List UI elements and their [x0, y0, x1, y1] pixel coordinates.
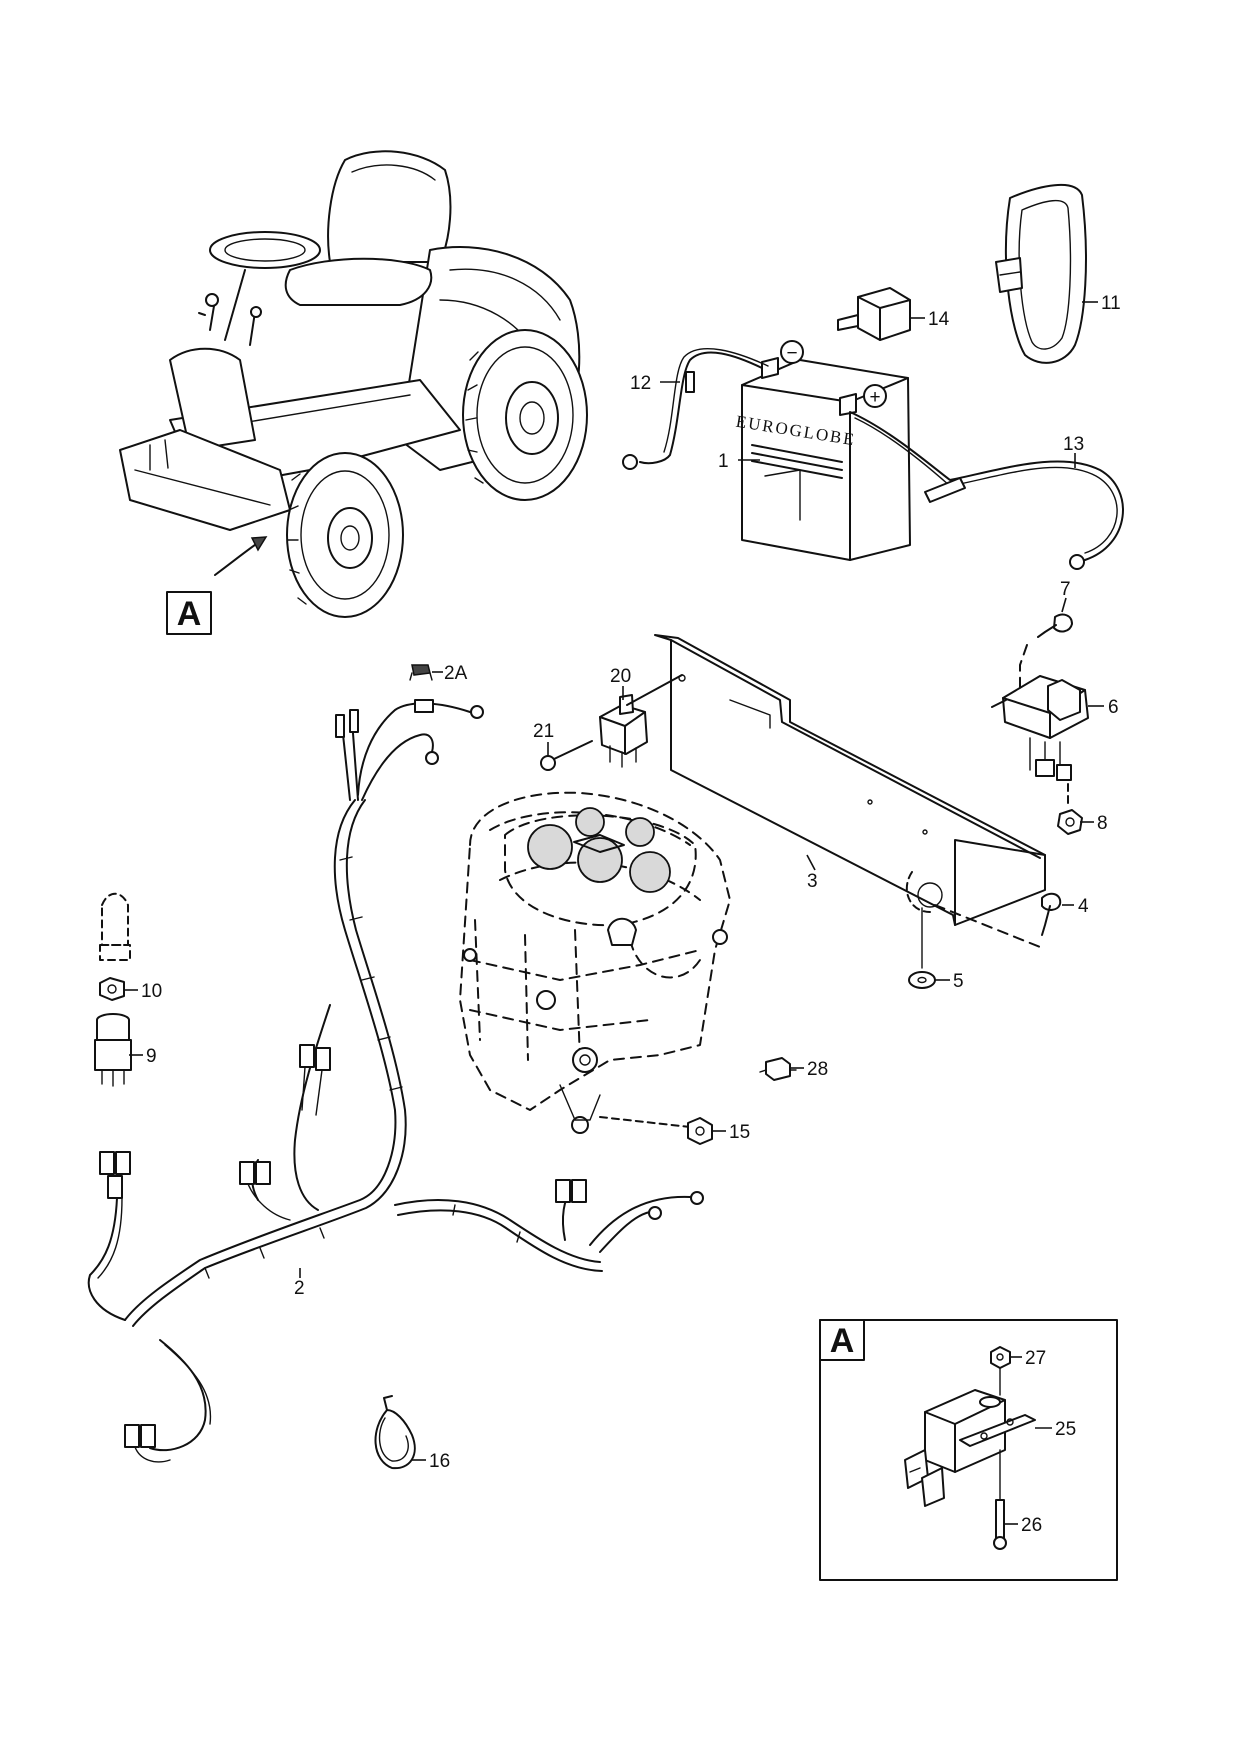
callout-20: 20 [610, 666, 631, 687]
callout-27: 27 [1025, 1348, 1046, 1369]
callout-9: 9 [146, 1046, 157, 1067]
callout-14: 14 [928, 309, 950, 330]
washer-part-5 [908, 907, 936, 989]
callout-3: 3 [807, 871, 818, 892]
strap-part-11 [995, 183, 1087, 364]
callout-8: 8 [1097, 813, 1108, 834]
clip-part-28 [759, 1057, 797, 1081]
callout-1: 1 [718, 451, 729, 472]
part-callouts: 1 2 2A 3 4 5 6 7 8 9 10 11 12 13 14 15 1… [141, 293, 1121, 1536]
callout-4: 4 [1078, 896, 1089, 917]
callout-13: 13 [1063, 434, 1084, 455]
view-a-label: A [177, 595, 202, 633]
callout-6: 6 [1108, 697, 1119, 718]
inset-a-label: A [830, 1322, 855, 1360]
callout-26: 26 [1021, 1515, 1042, 1536]
callout-28: 28 [807, 1059, 828, 1080]
mounting-bracket-part-3 [654, 634, 1046, 926]
wiring-harness-part-2 [87, 699, 704, 1463]
callout-2a: 2A [444, 663, 468, 684]
tractor-illustration [119, 150, 588, 618]
callout-21: 21 [533, 721, 554, 742]
callout-11: 11 [1101, 293, 1121, 314]
cable-tie-part-16 [374, 1395, 416, 1470]
detail-inset-a: A [819, 1319, 1118, 1581]
battery-part-1: − + EUROGLOBE [735, 340, 911, 561]
switch-part-9 [94, 1013, 132, 1087]
switch-outline-dashed [99, 892, 131, 961]
screw-part-4 [934, 892, 1062, 948]
connector-part-14 [837, 287, 911, 341]
nut-part-10 [99, 977, 125, 1001]
view-a-callout-box: A [166, 591, 212, 635]
callout-5: 5 [953, 971, 964, 992]
callout-15: 15 [729, 1122, 750, 1143]
battery-positive-sign: + [869, 387, 880, 408]
callout-10: 10 [141, 981, 162, 1002]
leader-lines [124, 301, 1104, 1525]
callout-12: 12 [630, 373, 651, 394]
battery-cable-part-12 [622, 348, 769, 470]
battery-cable-part-13 [849, 411, 1124, 570]
clip-part-2a [409, 664, 433, 681]
callout-7: 7 [1060, 579, 1071, 600]
engine-outline [459, 791, 731, 1134]
screw-part-7 [1019, 613, 1073, 691]
relay-part-6 [991, 675, 1089, 781]
callout-16: 16 [429, 1451, 450, 1472]
battery-negative-sign: − [786, 343, 797, 364]
callout-2: 2 [294, 1278, 305, 1299]
nut-part-8 [1057, 783, 1083, 835]
nut-part-15 [687, 1117, 713, 1145]
relay-part-20 [599, 674, 683, 768]
callout-25: 25 [1055, 1419, 1076, 1440]
